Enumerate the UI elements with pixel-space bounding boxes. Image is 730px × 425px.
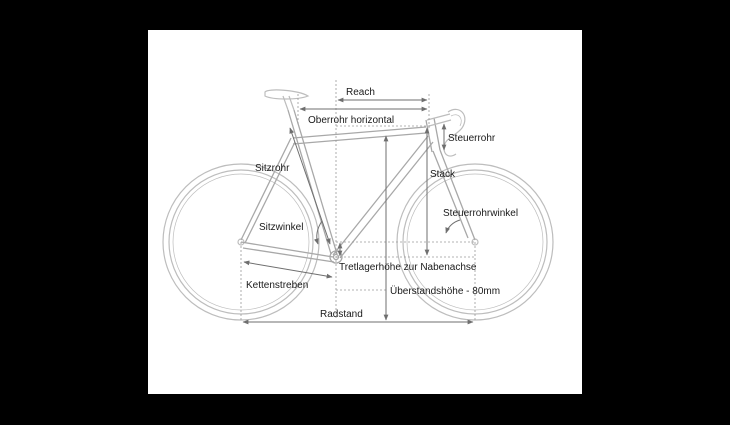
chainstays-line [243, 260, 333, 279]
reach-label: Reach [346, 87, 375, 98]
dimension-lines [240, 80, 476, 325]
wheelbase-label: Radstand [320, 309, 363, 320]
diagram-panel: Reach Oberrohr horizontal Steuerrohr Sit… [148, 30, 582, 394]
top-tube [292, 126, 427, 145]
seat-post [282, 95, 295, 111]
bb-drop-label: Tretlagerhöhe zur Nabenachse [339, 262, 477, 273]
seat-tube-line [289, 127, 331, 245]
chain-stays-shape [240, 241, 335, 263]
labels: Reach Oberrohr horizontal Steuerrohr Sit… [246, 87, 518, 320]
head-tube-label: Steuerrohr [448, 133, 496, 144]
handlebar [443, 108, 466, 157]
stem [426, 113, 452, 127]
saddle [264, 89, 310, 100]
bike-geometry-diagram: Reach Oberrohr horizontal Steuerrohr Sit… [162, 80, 554, 325]
chainstays-label: Kettenstreben [246, 280, 308, 291]
down-tube [332, 135, 434, 259]
seat-tube-label: Sitzrohr [255, 163, 290, 174]
head-angle-label: Steuerrohrwinkel [443, 208, 518, 219]
top-tube-label: Oberrohr horizontal [308, 115, 394, 126]
seat-angle-arc [314, 220, 323, 245]
frame [240, 109, 476, 264]
stack-label: Stack [430, 169, 456, 180]
fork [432, 149, 476, 241]
standover-label: Überstandshöhe - 80mm [390, 285, 500, 297]
seat-angle-label: Sitzwinkel [259, 222, 303, 233]
seat-stays-shape [240, 137, 296, 244]
head-angle-arc [445, 219, 461, 234]
